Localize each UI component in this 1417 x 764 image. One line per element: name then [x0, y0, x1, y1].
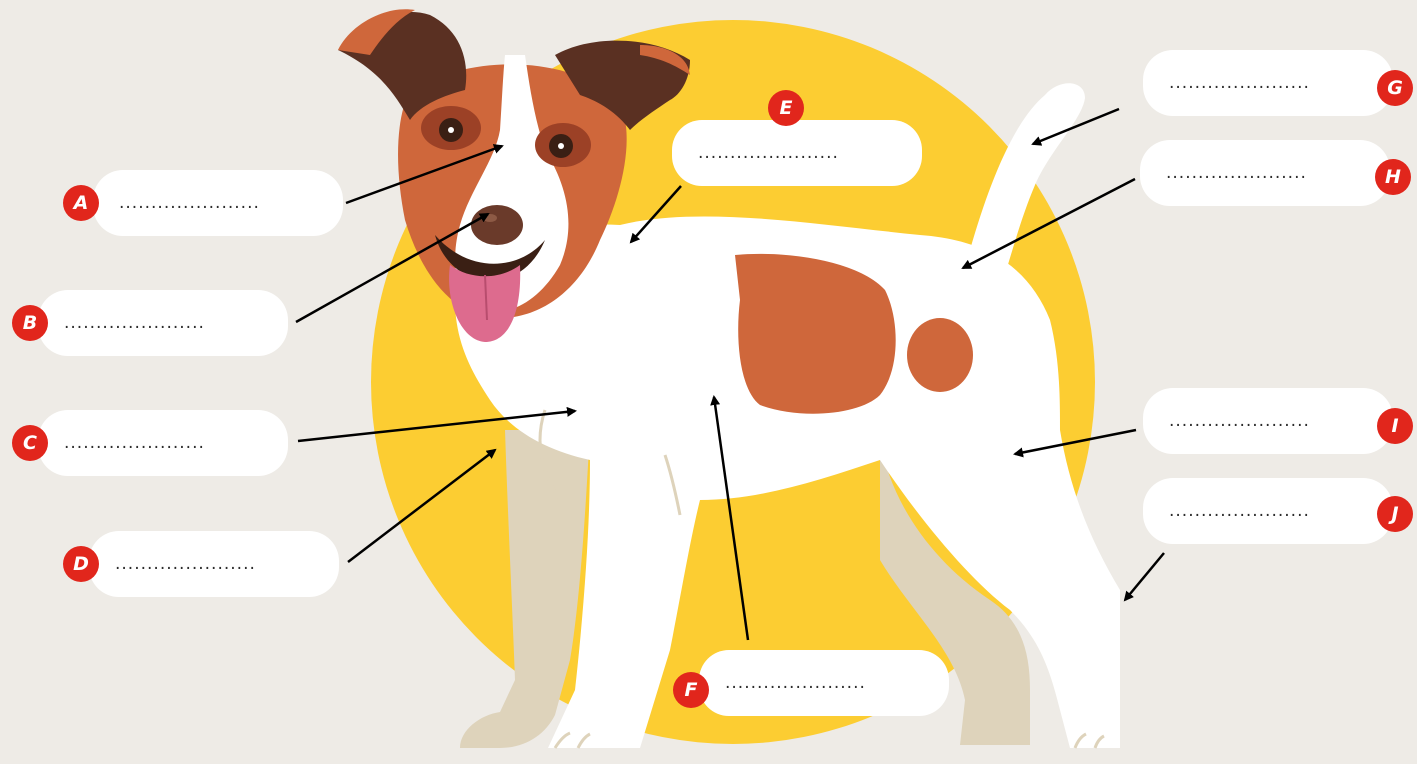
label-box-h[interactable]: ......................: [1140, 140, 1390, 206]
badge-e: E: [768, 90, 804, 126]
label-box-i[interactable]: ......................: [1143, 388, 1393, 454]
blank-line: ......................: [1140, 163, 1307, 183]
blank-line: ......................: [1143, 501, 1310, 521]
blank-line: ......................: [1143, 411, 1310, 431]
blank-line: ......................: [89, 554, 256, 574]
badge-g: G: [1377, 70, 1413, 106]
label-box-b[interactable]: ......................: [38, 290, 288, 356]
label-box-f[interactable]: ......................: [699, 650, 949, 716]
badge-b: B: [12, 305, 48, 341]
badge-j: J: [1377, 496, 1413, 532]
label-box-a[interactable]: ......................: [93, 170, 343, 236]
blank-line: ......................: [1143, 73, 1310, 93]
blank-line: ......................: [672, 143, 839, 163]
badge-c: C: [12, 425, 48, 461]
label-box-c[interactable]: ......................: [38, 410, 288, 476]
arrow-J: [1125, 553, 1164, 600]
label-box-j[interactable]: ......................: [1143, 478, 1393, 544]
blank-line: ......................: [699, 673, 866, 693]
label-box-e[interactable]: ......................: [672, 120, 922, 186]
blank-line: ......................: [93, 193, 260, 213]
dog-nose: [471, 205, 523, 245]
badge-a: A: [63, 185, 99, 221]
blank-line: ......................: [38, 313, 205, 333]
blank-line: ......................: [38, 433, 205, 453]
badge-i: I: [1377, 408, 1413, 444]
badge-d: D: [63, 546, 99, 582]
label-box-g[interactable]: ......................: [1143, 50, 1393, 116]
badge-f: F: [673, 672, 709, 708]
badge-h: H: [1375, 159, 1411, 195]
label-box-d[interactable]: ......................: [89, 531, 339, 597]
dog-hip-spot: [907, 318, 973, 392]
